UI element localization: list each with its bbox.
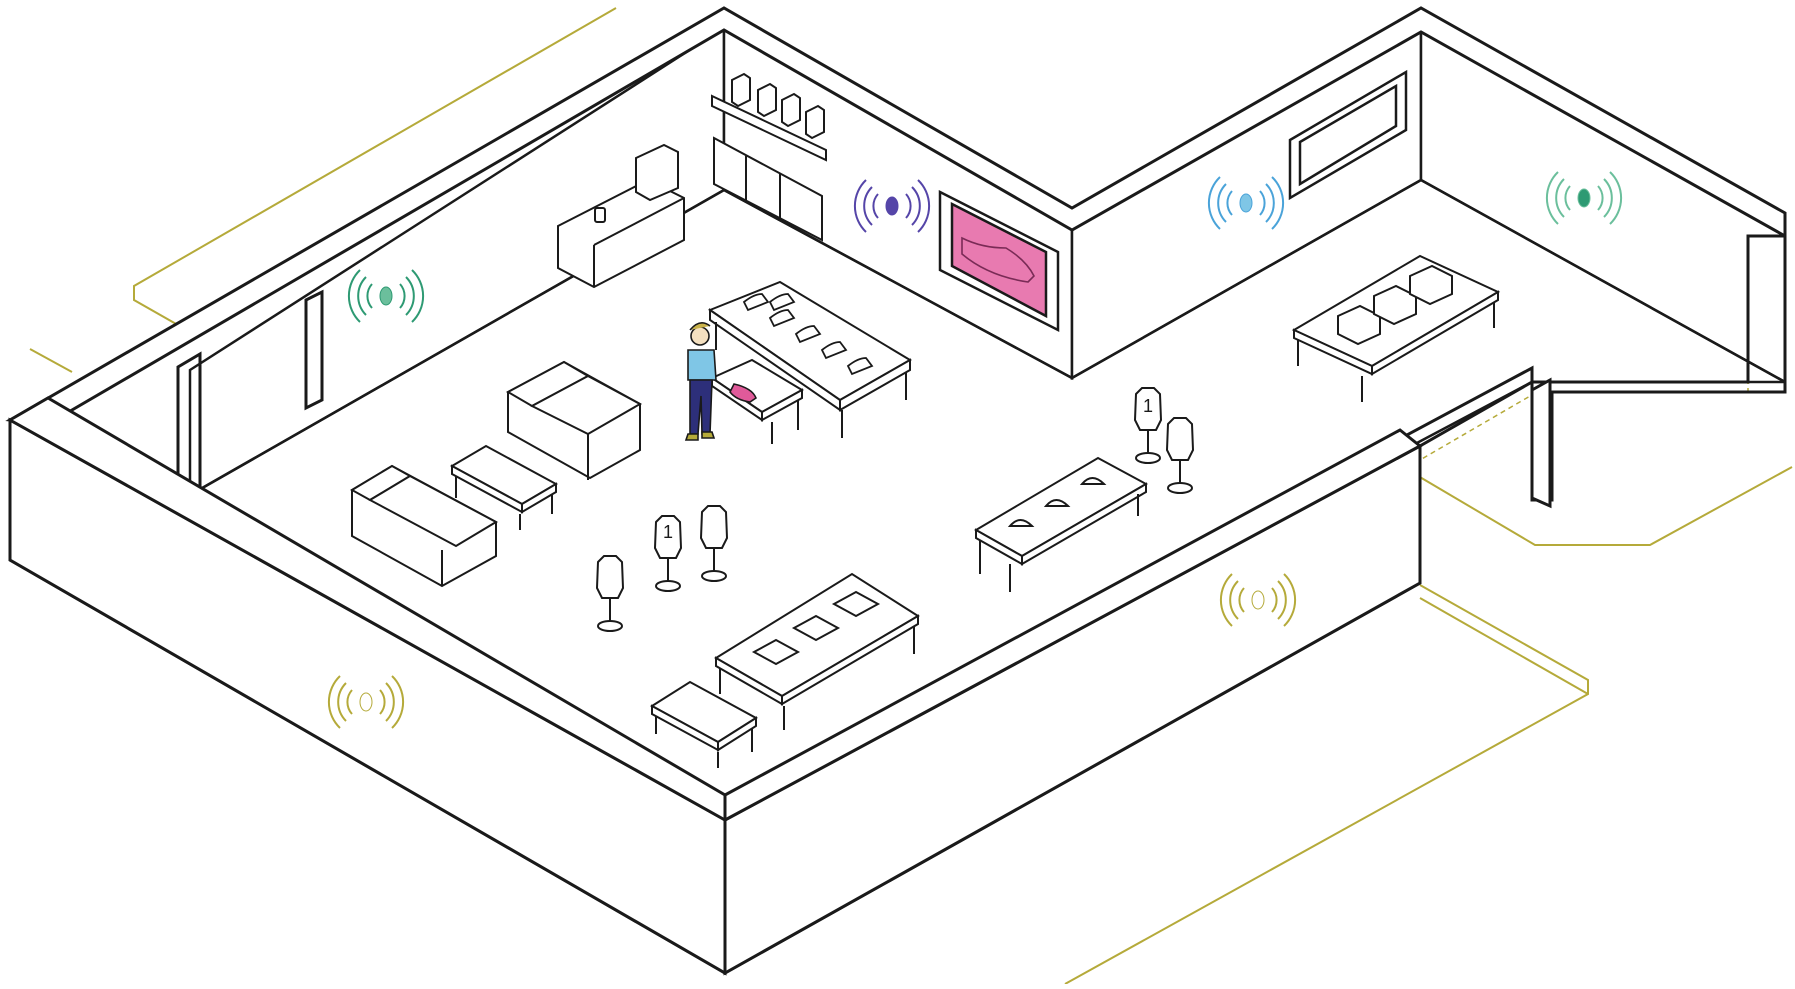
- jersey-number: 1: [1143, 396, 1153, 416]
- right-doorway-post: [1532, 380, 1550, 506]
- jersey-number: 1: [663, 522, 673, 542]
- left-doorway-post: [306, 292, 322, 408]
